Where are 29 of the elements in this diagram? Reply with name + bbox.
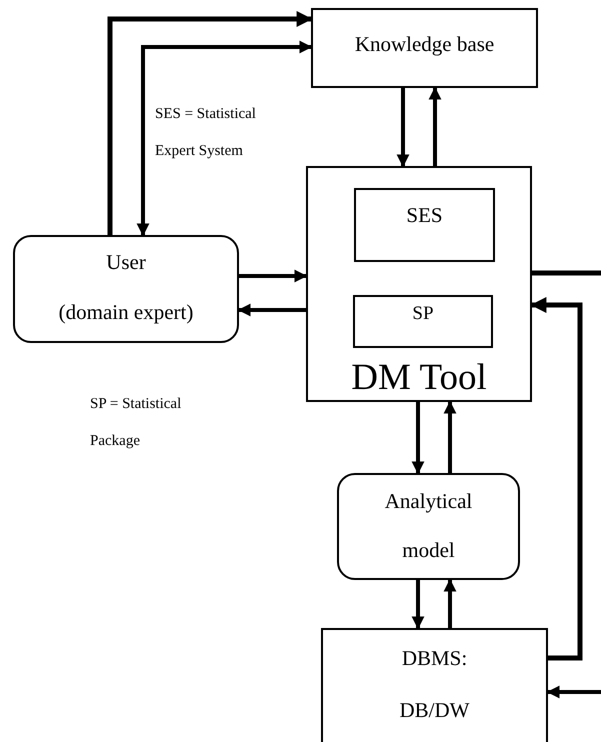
node-label: User (106, 249, 146, 276)
node-label: SP (412, 302, 434, 326)
arrow (412, 402, 424, 474)
node-label: DM Tool (351, 358, 487, 398)
arrow (238, 304, 306, 316)
process-box (354, 188, 495, 262)
arrow (108, 11, 313, 235)
rounded-box (13, 235, 239, 343)
node-label: DBMS: DB/DW (398, 645, 470, 724)
arrow (396, 88, 410, 168)
arrow (546, 686, 601, 698)
arrow (444, 578, 456, 628)
note-text: SES = Statistical Expert System (155, 105, 257, 161)
node-label: (domain expert) (58, 299, 194, 326)
arrow (530, 297, 582, 660)
arrow (428, 86, 442, 166)
rounded-box (337, 473, 520, 580)
process-box (311, 8, 538, 88)
note-text: SP = Statistical Package (90, 395, 182, 451)
node-label: SES (406, 202, 443, 229)
node-label: Knowledge base (354, 31, 494, 58)
process-box (321, 628, 548, 742)
arrow (136, 40, 312, 236)
arrow (444, 400, 456, 473)
process-box (306, 166, 532, 402)
arrow (239, 270, 308, 282)
process-box (353, 295, 493, 348)
arrow (412, 580, 424, 630)
node-label: Analytical model (384, 488, 474, 564)
